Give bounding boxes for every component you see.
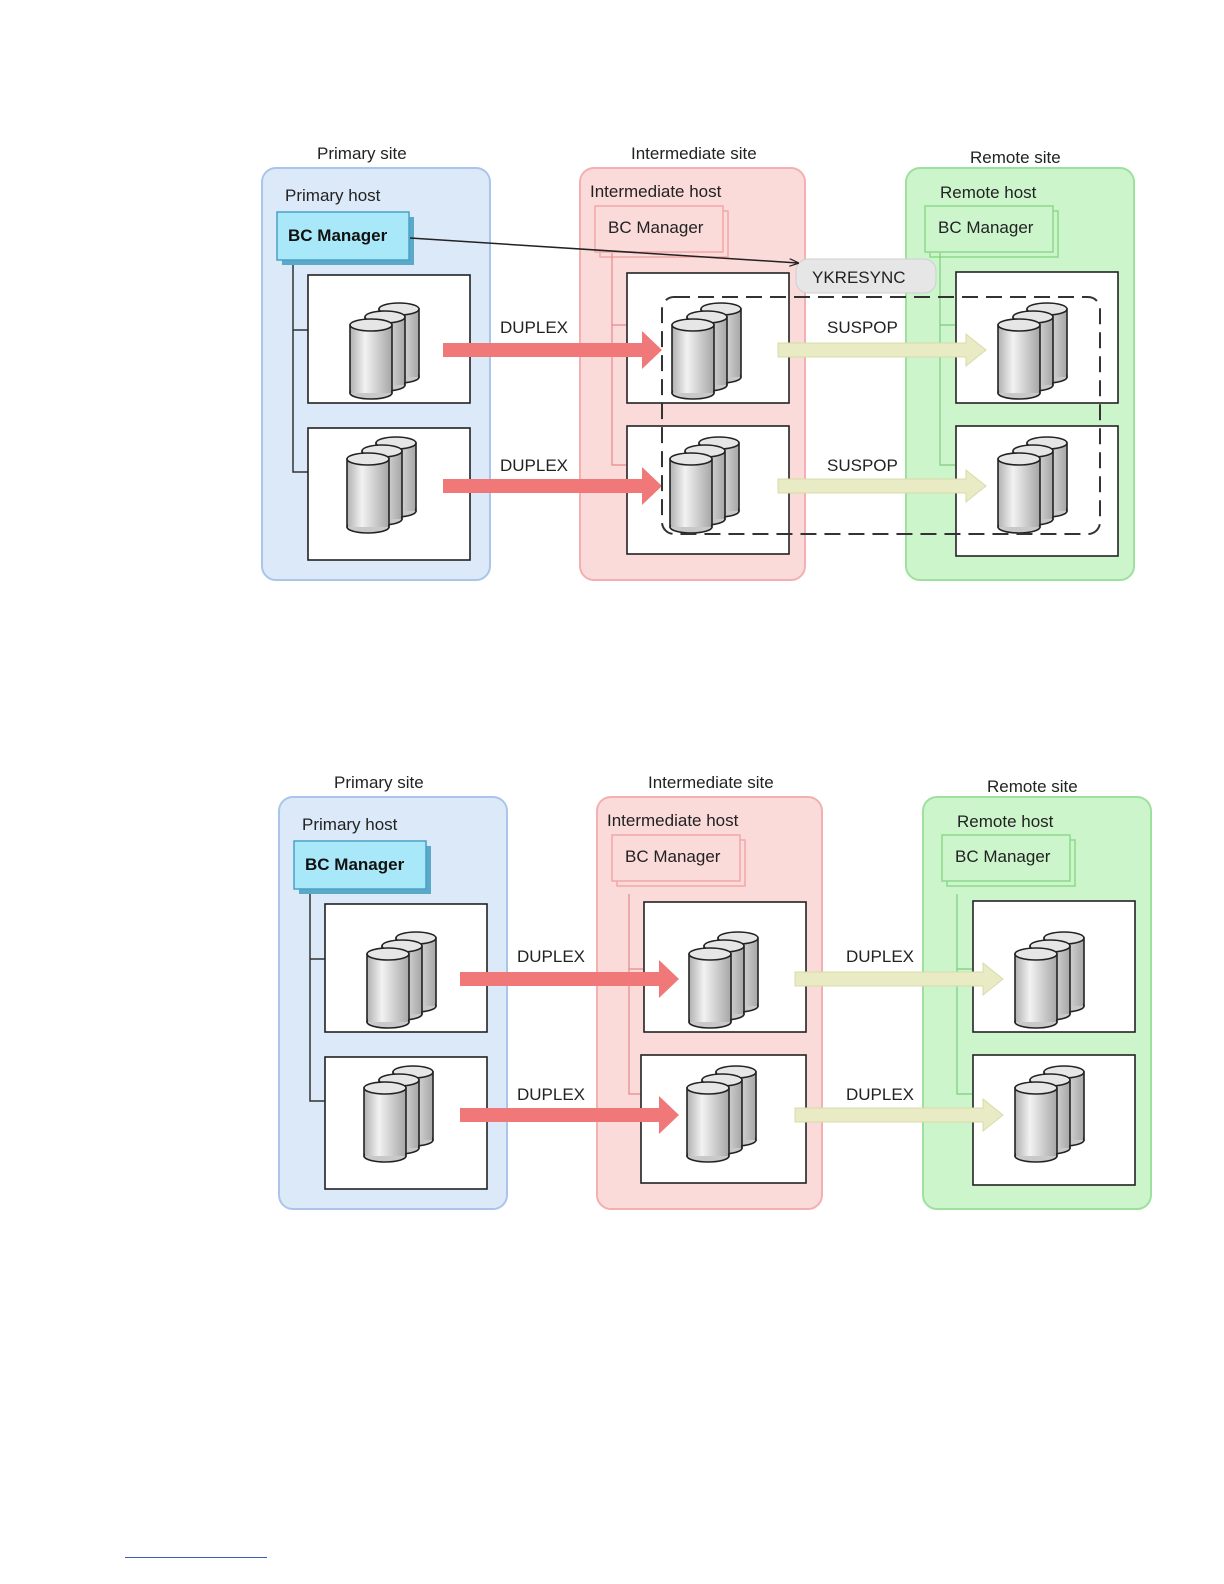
pair-status-label: DUPLEX bbox=[846, 1085, 914, 1104]
intermediate-host-link bbox=[628, 894, 643, 1095]
pair-status-label: DUPLEX bbox=[500, 318, 568, 337]
svg-text:BC Manager: BC Manager bbox=[608, 218, 704, 237]
duplex-arrow bbox=[460, 1096, 679, 1134]
remote-host-link bbox=[956, 894, 972, 1095]
primary-host-link bbox=[309, 894, 325, 1102]
ykresync-command-box bbox=[795, 258, 937, 294]
primary-site-label: Primary site bbox=[334, 773, 424, 792]
pair-status-label: DUPLEX bbox=[517, 1085, 585, 1104]
intermediate-bc-manager: BC Manager bbox=[611, 834, 746, 887]
intermediate-bc-manager: BC Manager bbox=[594, 205, 729, 258]
remote-site-label: Remote site bbox=[970, 148, 1061, 167]
duplex-arrow bbox=[794, 961, 1004, 997]
pair-status-label: DUPLEX bbox=[846, 947, 914, 966]
primary-site-label: Primary site bbox=[317, 144, 407, 163]
resync-group-outline bbox=[661, 296, 1101, 535]
suspop-arrow bbox=[777, 332, 987, 368]
primary-host-link bbox=[292, 265, 308, 473]
intermediate-host-label: Intermediate host bbox=[607, 811, 739, 830]
pair-status-label: SUSPOP bbox=[827, 456, 898, 475]
remote-site-label: Remote site bbox=[987, 777, 1078, 796]
pair-status-label: DUPLEX bbox=[517, 947, 585, 966]
intermediate-site-label: Intermediate site bbox=[648, 773, 774, 792]
duplex-arrow bbox=[443, 467, 662, 505]
duplex-arrow bbox=[443, 331, 662, 369]
pair-status-label: DUPLEX bbox=[500, 456, 568, 475]
svg-text:BC Manager: BC Manager bbox=[955, 847, 1051, 866]
primary-bc-manager: BC Manager bbox=[276, 211, 414, 265]
svg-text:BC Manager: BC Manager bbox=[288, 226, 388, 245]
svg-text:BC Manager: BC Manager bbox=[305, 855, 405, 874]
diagram-resync: Primary site Intermediate site Remote si… bbox=[261, 144, 1135, 581]
remote-host-label: Remote host bbox=[940, 183, 1037, 202]
suspop-arrow bbox=[777, 468, 987, 504]
command-arrow bbox=[409, 237, 798, 263]
intermediate-host-label: Intermediate host bbox=[590, 182, 722, 201]
duplex-arrow bbox=[794, 1097, 1004, 1133]
svg-text:BC Manager: BC Manager bbox=[625, 847, 721, 866]
primary-host-label: Primary host bbox=[285, 186, 381, 205]
footnote-rule bbox=[125, 1557, 267, 1558]
diagram-after-resync: Primary site Intermediate site Remote si… bbox=[278, 773, 1152, 1210]
intermediate-host-link bbox=[611, 253, 626, 466]
svg-text:BC Manager: BC Manager bbox=[938, 218, 1034, 237]
remote-host-label: Remote host bbox=[957, 812, 1054, 831]
remote-host-link bbox=[939, 253, 955, 466]
primary-bc-manager: BC Manager bbox=[293, 840, 431, 894]
primary-host-label: Primary host bbox=[302, 815, 398, 834]
ykresync-command-label: YKRESYNC bbox=[812, 268, 906, 287]
intermediate-site-label: Intermediate site bbox=[631, 144, 757, 163]
pair-status-label: SUSPOP bbox=[827, 318, 898, 337]
duplex-arrow bbox=[460, 960, 679, 998]
remote-bc-manager: BC Manager bbox=[941, 834, 1076, 887]
remote-bc-manager: BC Manager bbox=[924, 205, 1059, 258]
